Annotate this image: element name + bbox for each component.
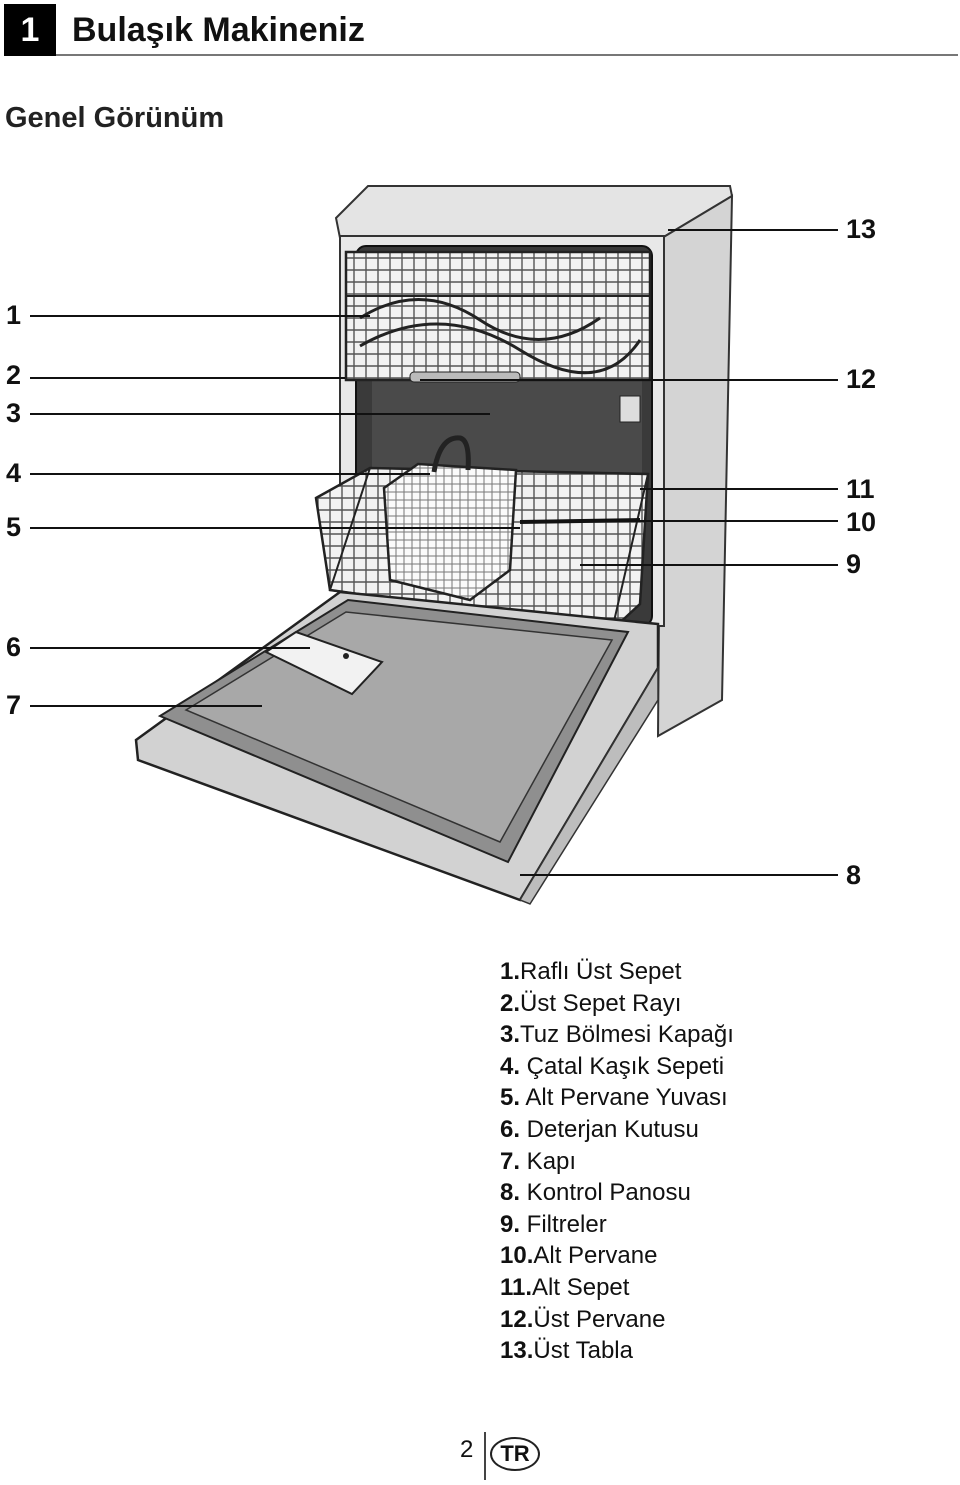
- side-panel-shape: [656, 194, 734, 738]
- language-badge: TR: [490, 1437, 540, 1471]
- parts-legend: 1.Raflı Üst Sepet 2.Üst Sepet Rayı 3.Tuz…: [500, 956, 734, 1367]
- legend-item: 7. Kapı: [500, 1147, 577, 1175]
- callout-11: 11: [846, 474, 875, 504]
- legend-item: 3.Tuz Bölmesi Kapağı: [500, 1021, 734, 1049]
- upper-basket-shape: [344, 250, 652, 382]
- chapter-title: Bulaşık Makineniz: [72, 11, 365, 49]
- callout-13: 13: [846, 214, 877, 244]
- legend-item: 6. Deterjan Kutusu: [500, 1115, 699, 1143]
- callout-4: 4: [6, 458, 22, 488]
- callout-12: 12: [846, 364, 877, 394]
- callout-7: 7: [6, 690, 22, 720]
- legend-item: 9. Filtreler: [500, 1210, 607, 1238]
- legend-item: 5. Alt Pervane Yuvası: [500, 1084, 728, 1112]
- callout-3: 3: [6, 398, 22, 428]
- callout-1: 1: [6, 300, 22, 330]
- header-divider: [56, 54, 958, 56]
- callout-6: 6: [6, 632, 22, 662]
- callout-2: 2: [6, 360, 22, 390]
- dishwasher-illustration: [30, 185, 838, 905]
- callout-8: 8: [846, 860, 862, 890]
- page-number: 2: [460, 1436, 474, 1463]
- legend-item: 1.Raflı Üst Sepet: [500, 958, 682, 985]
- cutlery-basket-shape: [382, 462, 518, 602]
- footer-divider: [484, 1432, 486, 1480]
- legend-item: 4. Çatal Kaşık Sepeti: [500, 1052, 725, 1080]
- chapter-number-badge: 1: [4, 4, 56, 56]
- callout-5: 5: [6, 512, 22, 542]
- callout-9: 9: [846, 549, 862, 579]
- legend-item: 11.Alt Sepet: [500, 1273, 630, 1301]
- section-subtitle: Genel Görünüm: [5, 102, 225, 134]
- callout-10: 10: [846, 507, 877, 537]
- legend-item: 12.Üst Pervane: [500, 1305, 666, 1333]
- legend-item: 10.Alt Pervane: [500, 1242, 658, 1270]
- legend-item: 8. Kontrol Panosu: [500, 1179, 691, 1207]
- legend-item: 2.Üst Sepet Rayı: [500, 989, 682, 1017]
- legend-item: 13.Üst Tabla: [500, 1337, 633, 1365]
